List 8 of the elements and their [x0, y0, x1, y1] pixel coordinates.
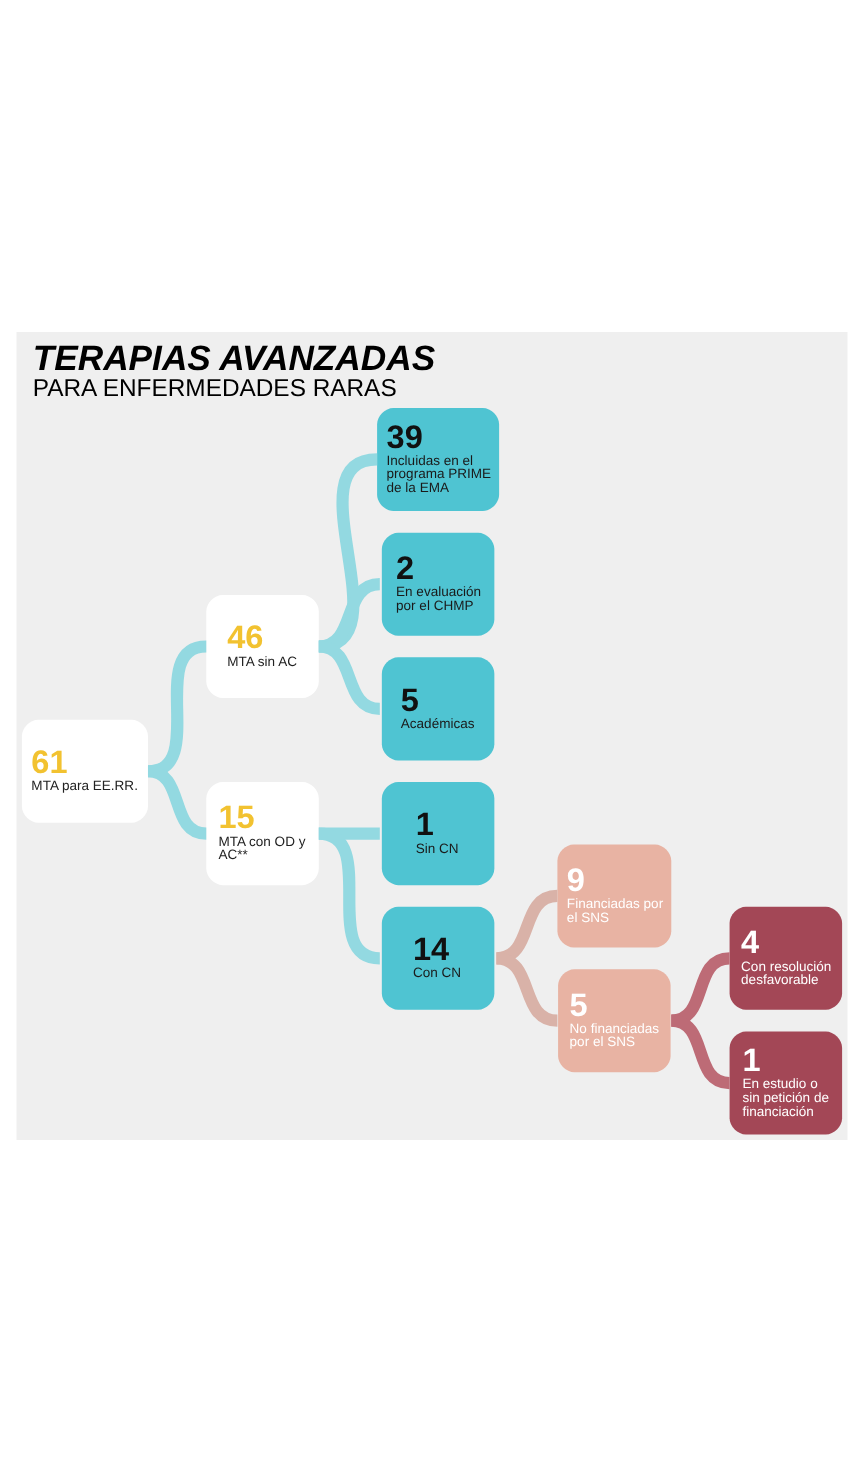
connector	[317, 639, 381, 714]
connector	[317, 577, 381, 652]
connector	[147, 764, 208, 839]
connector	[495, 888, 559, 964]
connector	[495, 951, 559, 1026]
connector	[670, 1013, 731, 1089]
diagram-title: TERAPIAS AVANZADAS PARA ENFERMEDADES RARAS	[32, 336, 436, 402]
connector	[670, 951, 731, 1026]
